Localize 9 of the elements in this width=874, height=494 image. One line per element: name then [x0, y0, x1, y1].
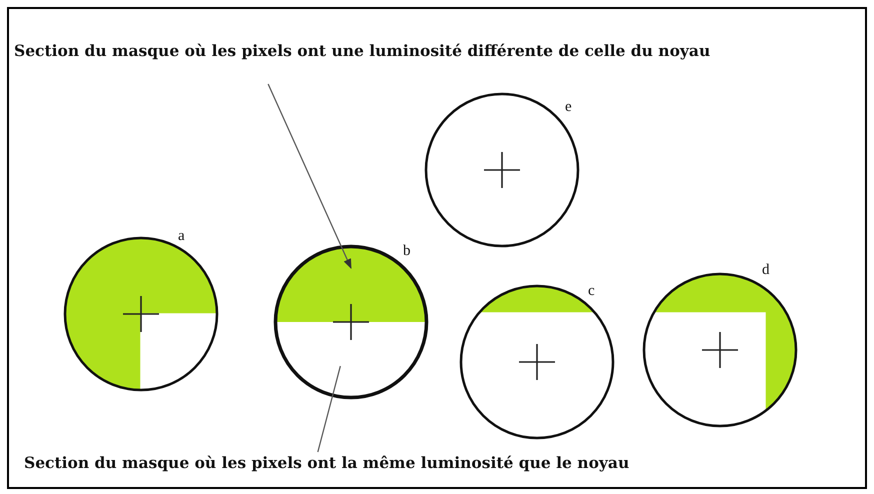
leader-line	[268, 84, 352, 269]
circle-letter: c	[588, 284, 595, 299]
circle-letter: d	[762, 263, 770, 278]
callout-text: Section du masque où les pixels ont la même luminosité que le noyau	[24, 452, 854, 474]
leader-line	[317, 366, 341, 452]
circle-letter: b	[403, 244, 410, 259]
callout-text: Section du masque où les pixels ont une luminosité différente de celle du noyau	[14, 40, 864, 62]
circle-letter: e	[565, 100, 572, 115]
circle-letter: a	[178, 229, 185, 244]
